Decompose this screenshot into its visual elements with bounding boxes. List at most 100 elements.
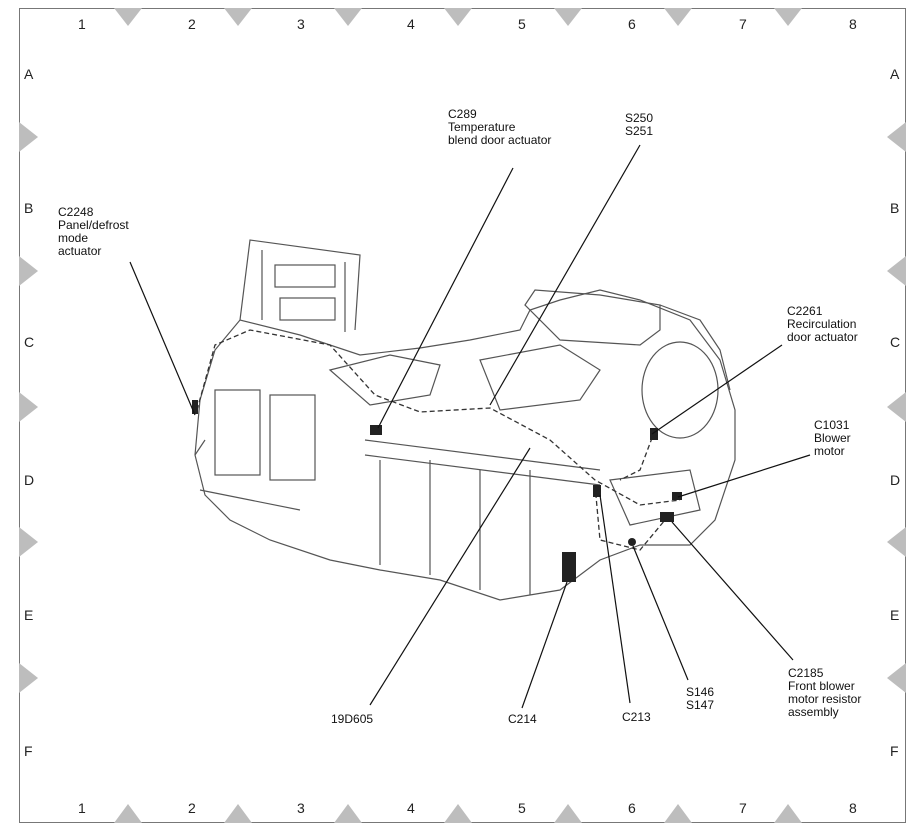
grid-col-top-7: 7 [739,16,747,32]
grid-col-top-4: 4 [407,16,415,32]
leader-c2248 [129,261,196,416]
grid-row-right-f: F [890,743,899,759]
grid-row-left-e: E [24,607,34,623]
blower-scroll [659,304,731,391]
housing-outline [194,289,736,601]
bottom-marker [774,804,802,823]
top-marker [664,8,692,26]
duct-vent-upper [274,264,336,288]
grid-row-right-b: B [890,200,900,216]
leader-lines [129,144,811,709]
label-c1031: C1031 Blower motor [814,418,851,458]
grid-col-bottom-5: 5 [518,800,526,816]
leader-c214 [521,581,568,709]
defrost-duct [239,239,361,331]
grid-col-bottom-6: 6 [628,800,636,816]
outlet-left [214,389,261,476]
label-c214: C214 [508,712,537,726]
top-marker [554,8,582,26]
blower-intake [524,289,661,346]
housing-ribs [379,460,531,595]
top-marker [224,8,252,26]
left-marker [19,256,38,286]
grid-row-left-d: D [24,472,35,488]
left-marker [19,527,38,557]
blower-housing [641,341,719,439]
grid-row-right-a: A [890,66,900,82]
right-marker [887,122,906,152]
top-marker [444,8,472,26]
grid-row-right-c: C [890,334,901,350]
leader-c289 [377,167,514,429]
harness-blower [619,429,656,481]
label-c213: C213 [622,710,651,724]
harness-main [196,329,681,506]
bottom-marker [224,804,252,823]
splice-s146 [628,538,636,546]
duct-side [261,250,346,332]
grid-row-right-d: D [890,472,901,488]
label-c2248: C2248 Panel/defrost mode actuator [58,205,129,258]
label-s250: S250 S251 [625,111,654,138]
housing-seam [364,439,601,486]
grid-row-left-a: A [24,66,34,82]
grid-col-bottom-1: 1 [78,800,86,816]
harness-branch [594,484,666,551]
left-marker [19,392,38,422]
connectors [192,400,682,582]
grid-col-top-1: 1 [78,16,86,32]
grid-col-top-8: 8 [849,16,857,32]
connector-c214 [562,552,576,582]
leader-c1031 [677,454,811,498]
grid-row-left-b: B [24,200,34,216]
bottom-marker [664,804,692,823]
connector-c2261 [650,428,658,440]
actuator-mount [328,354,441,406]
bottom-marker [334,804,362,823]
bottom-marker [444,804,472,823]
label-19d605: 19D605 [331,712,374,726]
label-s146: S146 S147 [686,685,715,712]
right-marker [887,663,906,693]
duct-vent-lower [279,297,336,321]
grid-row-right-e: E [890,607,900,623]
hvac-housing-drawing [194,239,736,601]
top-marker [114,8,142,26]
resistor-area [609,469,701,526]
connector-c289 [370,425,382,435]
grid-col-bottom-2: 2 [188,800,196,816]
evaporator-case [479,344,601,411]
leader-s250 [489,144,641,406]
connector-c213 [593,485,601,497]
grid-col-bottom-7: 7 [739,800,747,816]
left-marker [19,663,38,693]
leader-c2261 [651,344,783,435]
right-marker [887,256,906,286]
top-marker [334,8,362,26]
leader-c2185 [671,521,794,661]
left-marker [19,122,38,152]
grid-row-left-f: F [24,743,33,759]
leader-19d605 [369,447,531,706]
grid-col-bottom-8: 8 [849,800,857,816]
bottom-marker [114,804,142,823]
grid-markers [19,8,906,823]
label-c2261: C2261 Recirculation door actuator [787,304,858,344]
housing-edge [194,439,301,511]
grid-col-top-6: 6 [628,16,636,32]
leader-c213 [599,494,631,704]
connector-c2185 [660,512,674,522]
bottom-marker [554,804,582,823]
label-c2185: C2185 Front blower motor resistor assemb… [788,666,862,719]
grid-col-top-2: 2 [188,16,196,32]
grid-col-bottom-3: 3 [297,800,305,816]
leader-s146 [632,545,689,681]
outlet-right [269,394,316,481]
connector-c1031 [672,492,682,500]
label-c289: C289 Temperature blend door actuator [448,107,552,147]
grid-col-top-5: 5 [518,16,526,32]
grid-col-top-3: 3 [297,16,305,32]
top-marker [774,8,802,26]
connector-c2248 [192,400,198,414]
